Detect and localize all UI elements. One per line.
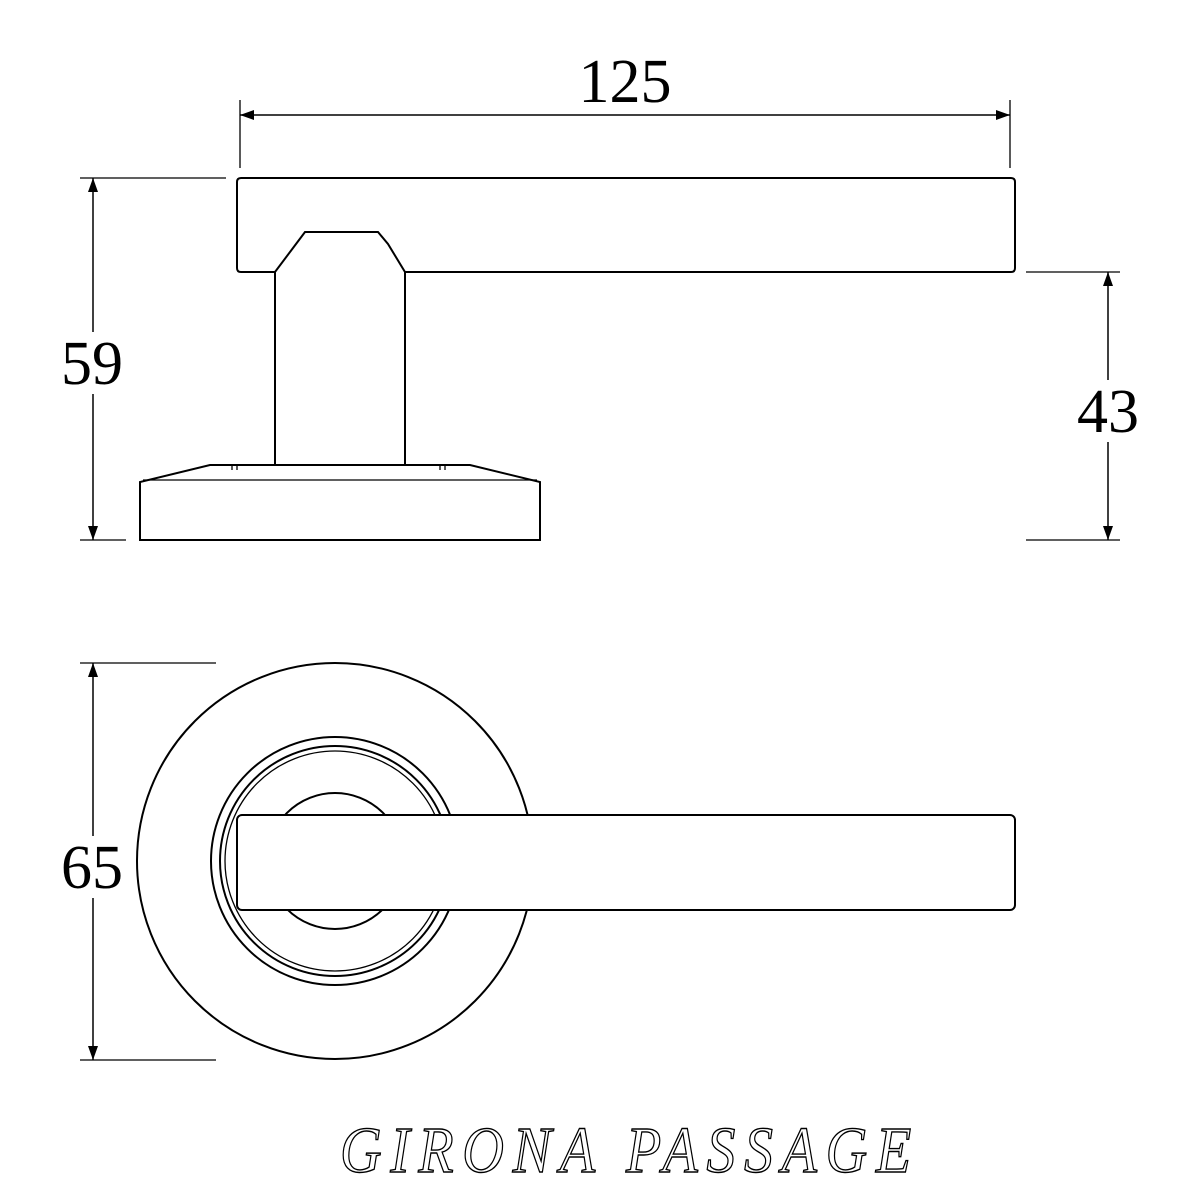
side-view [139, 177, 1016, 541]
rose-diameter-dimension: 65 [52, 662, 216, 1061]
product-title: GIRONA PASSAGE [340, 1114, 920, 1187]
length-label: 125 [579, 48, 672, 116]
front-view [136, 662, 1016, 1060]
rose-diameter-label: 65 [61, 834, 123, 902]
length-dimension: 125 [239, 48, 1011, 168]
lever-height-dimension: 43 [1026, 271, 1150, 541]
lever-height-label: 43 [1077, 378, 1139, 446]
height-label: 59 [61, 330, 123, 398]
height-dimension: 59 [52, 177, 226, 541]
